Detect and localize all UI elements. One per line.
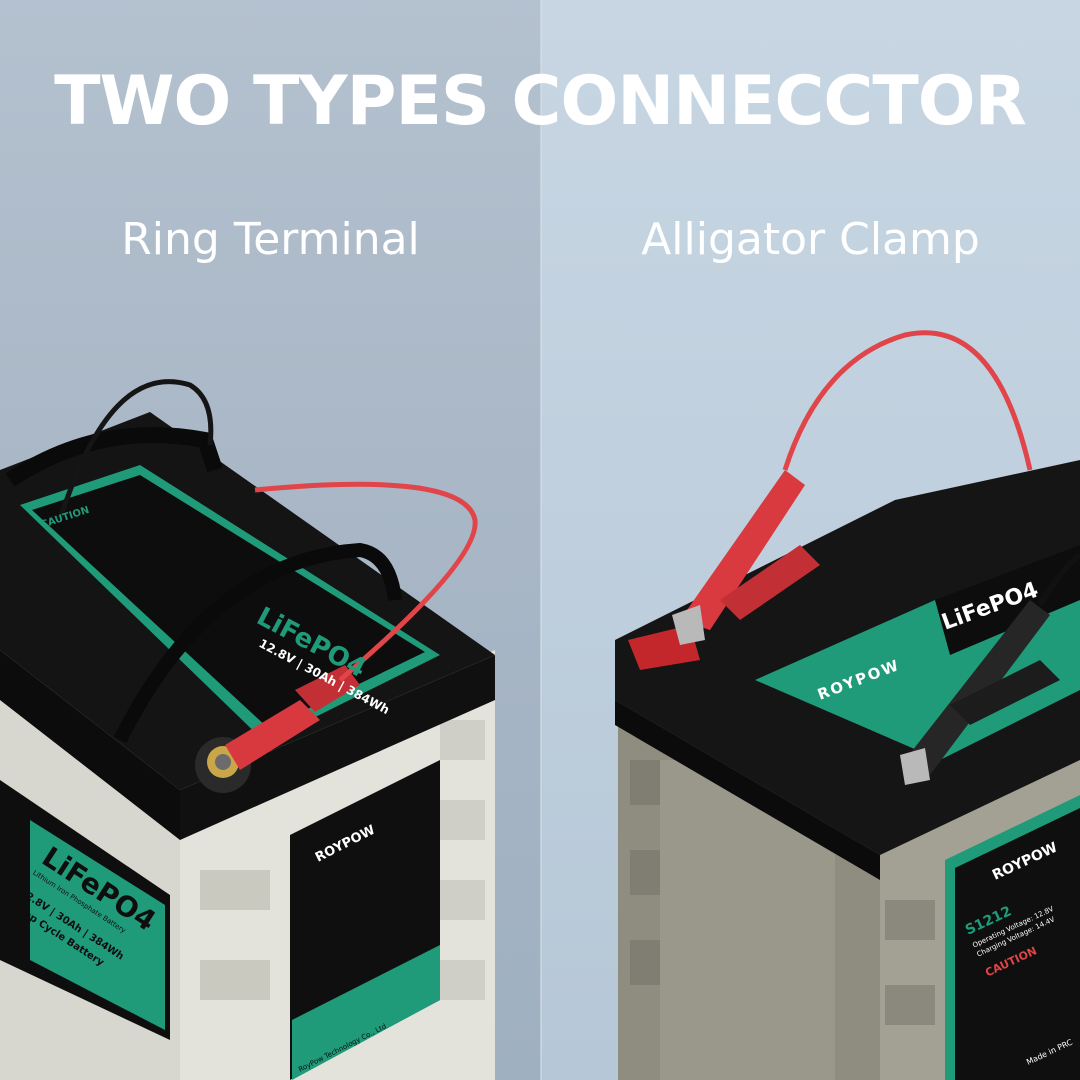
headline: TWO TYPES CONNECCTOR [54,62,1027,141]
right-battery [615,330,1080,1080]
caption-ring-terminal: Ring Terminal [121,214,420,265]
caption-alligator-clamp: Alligator Clamp [641,214,980,265]
panel-divider [540,0,542,1080]
left-battery [0,379,495,1080]
